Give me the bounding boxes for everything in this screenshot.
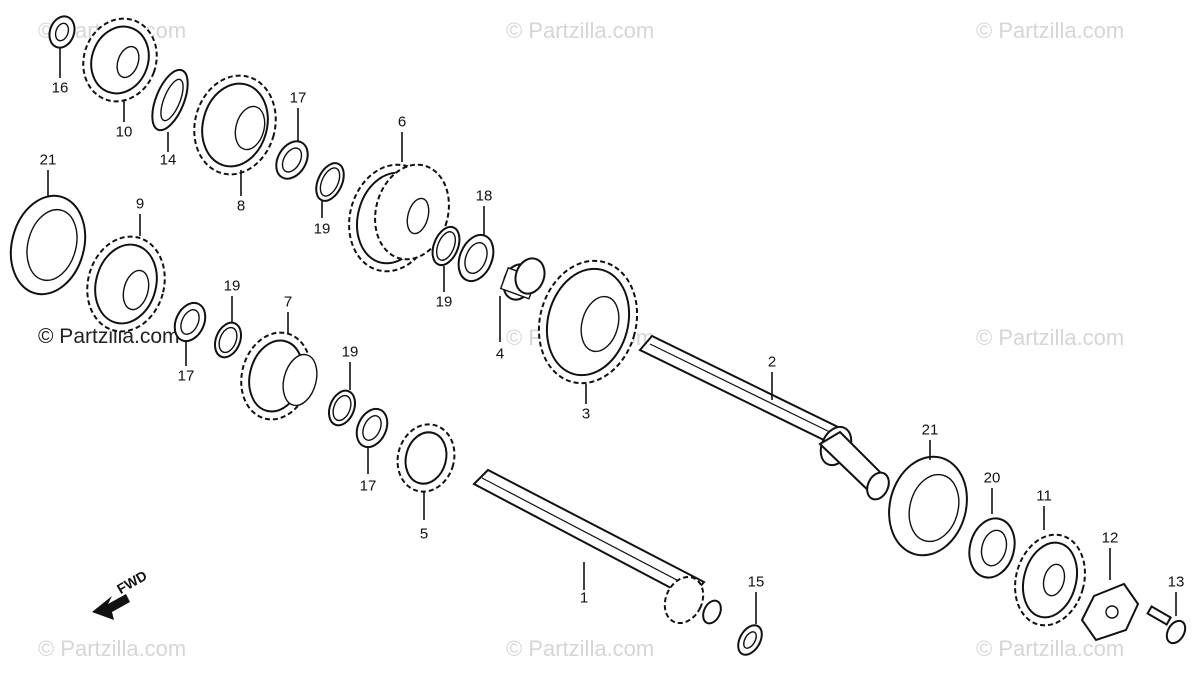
callout-17: 17 [359, 477, 377, 495]
watermark: © Partzilla.com [976, 636, 1125, 661]
part-16-washer [48, 15, 76, 78]
callout-6: 6 [397, 113, 407, 131]
callout-19: 19 [341, 343, 359, 361]
callout-1: 1 [579, 589, 589, 607]
watermark: © Partzilla.com [506, 18, 655, 43]
callout-21: 21 [921, 421, 939, 439]
callout-12: 12 [1101, 529, 1119, 547]
part-17-washer [275, 108, 309, 180]
callout-18: 18 [475, 187, 493, 205]
callout-9: 9 [135, 195, 145, 213]
watermark: © Partzilla.com [506, 636, 655, 661]
watermark: © Partzilla.com [38, 636, 187, 661]
part-12-plate [1080, 548, 1140, 642]
callout-2: 2 [767, 353, 777, 371]
part-19-circlip [431, 225, 461, 292]
part-17-washer [355, 407, 389, 474]
part-11-sprocket [1014, 506, 1086, 627]
callout-20: 20 [983, 469, 1001, 487]
part-7-gear [240, 312, 318, 421]
part-5-gear [396, 423, 456, 520]
part-19-circlip [213, 296, 243, 359]
callout-19: 19 [435, 293, 453, 311]
part-21-bearing [9, 170, 87, 296]
part-19-circlip [327, 362, 357, 427]
callout-19: 19 [313, 220, 331, 238]
callout-13: 13 [1167, 573, 1185, 591]
callout-3: 3 [581, 405, 591, 423]
callout-19: 19 [223, 277, 241, 295]
part-17-washer [173, 301, 207, 366]
part-8-gear [193, 74, 277, 196]
part-4-bushing [499, 257, 546, 342]
callout-7: 7 [283, 293, 293, 311]
part-9-gear [86, 214, 166, 333]
part-10-gear [82, 17, 158, 122]
callout-10: 10 [115, 123, 133, 141]
callout-4: 4 [495, 345, 505, 363]
watermark: © Partzilla.com [38, 325, 180, 348]
part-2-countershaft [638, 334, 890, 501]
part-19-circlip [315, 162, 345, 218]
callout-15: 15 [747, 573, 765, 591]
fwd-arrow-icon [92, 594, 130, 620]
callout-5: 5 [419, 525, 429, 543]
callout-21: 21 [39, 151, 57, 169]
part-6-gear [348, 132, 450, 273]
callout-17: 17 [177, 367, 195, 385]
callout-11: 11 [1036, 487, 1052, 505]
callout-14: 14 [159, 151, 177, 169]
part-15-washer [737, 592, 763, 656]
part-3-gear [537, 259, 639, 404]
part-13-bolt [1146, 592, 1187, 645]
callout-16: 16 [51, 79, 69, 97]
part-1-mainshaft [472, 468, 722, 625]
callout-17: 17 [289, 89, 307, 107]
watermark: © Partzilla.com [976, 325, 1125, 350]
callout-8: 8 [236, 197, 246, 215]
part-18-washer [457, 206, 495, 283]
part-21-bearing [888, 440, 968, 557]
watermark: © Partzilla.com [976, 18, 1125, 43]
part-14-washer [151, 68, 189, 152]
part-20-oil-seal [968, 488, 1016, 579]
